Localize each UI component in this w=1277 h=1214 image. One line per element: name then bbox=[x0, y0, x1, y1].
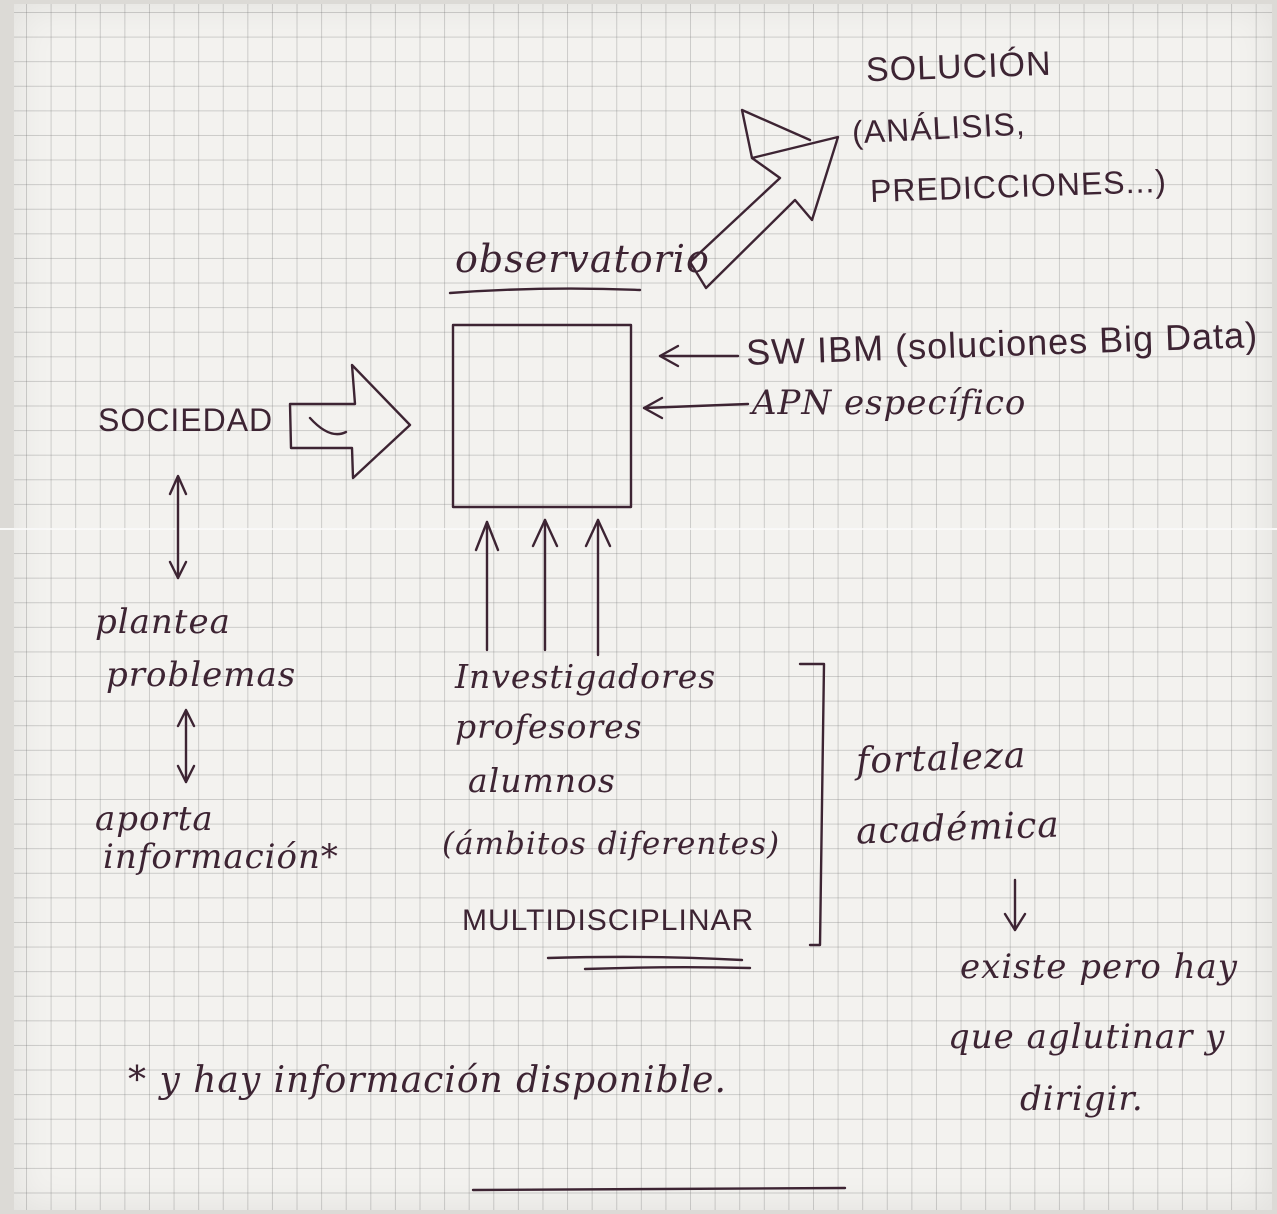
fortaleza-line2: académica bbox=[855, 804, 1061, 853]
paper-fold-line bbox=[0, 528, 1277, 530]
bracket bbox=[798, 662, 826, 947]
apn-arrow-head bbox=[642, 396, 664, 420]
sw-arrow-head bbox=[658, 344, 680, 368]
fortaleza-line1: fortaleza bbox=[855, 735, 1028, 782]
solucion-arrow bbox=[688, 108, 840, 290]
multidisciplinar-label: MULTIDISCIPLINAR bbox=[462, 904, 755, 937]
observatorio-underline bbox=[448, 287, 642, 295]
sociedad-label: SOCIEDAD bbox=[98, 402, 274, 438]
investigadores-line3: alumnos bbox=[468, 761, 616, 800]
observatorio-label: observatorio bbox=[455, 237, 710, 281]
plantea-line1: plantea bbox=[95, 602, 231, 642]
bottom-line bbox=[471, 1186, 847, 1192]
plantea-line2: problemas bbox=[106, 655, 297, 695]
existe-line3: dirigir. bbox=[1020, 1079, 1144, 1119]
investigadores-line2: profesores bbox=[455, 707, 643, 746]
up-arrow-3-head bbox=[584, 518, 612, 548]
sociedad-arrow bbox=[288, 363, 412, 480]
observatorio-box bbox=[451, 323, 633, 509]
investigadores-line1: Investigadores bbox=[455, 657, 717, 696]
existe-line2: que aglutinar y bbox=[948, 1017, 1226, 1057]
apn-label: APN específico bbox=[752, 383, 1027, 423]
aporta-line2: información* bbox=[103, 837, 339, 877]
double-arrow-2-top bbox=[176, 708, 196, 728]
existe-line1: existe pero hay bbox=[960, 947, 1239, 987]
double-arrow-1-bottom bbox=[168, 560, 188, 580]
multidisciplinar-underline-2 bbox=[583, 966, 752, 971]
apn-arrow-line bbox=[642, 402, 750, 410]
grid-paper-sheet bbox=[14, 4, 1272, 1210]
up-arrow-1-head bbox=[474, 520, 500, 552]
down-arrow-head bbox=[1003, 912, 1027, 932]
footnote: * y hay información disponible. bbox=[128, 1060, 727, 1101]
aporta-line1: aporta bbox=[95, 799, 214, 839]
solucion-line1: SOLUCIÓN bbox=[865, 44, 1053, 90]
double-arrow-1-top bbox=[168, 474, 188, 496]
up-arrow-2-head bbox=[531, 518, 559, 548]
investigadores-line4: (ámbitos diferentes) bbox=[442, 826, 781, 862]
double-arrow-2-bottom bbox=[176, 764, 196, 784]
multidisciplinar-underline-1 bbox=[546, 955, 744, 962]
